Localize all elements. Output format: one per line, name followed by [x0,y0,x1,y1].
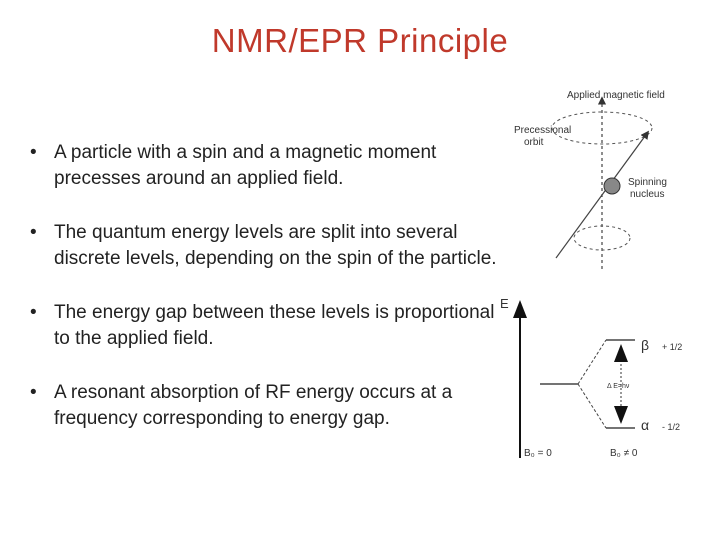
gap-down-arrow-icon [614,406,628,424]
b0-nonzero-label: B₀ ≠ 0 [610,448,638,459]
b0-zero-label: B₀ = 0 [524,448,552,459]
applied-field-label: Applied magnetic field [567,90,665,101]
bullet-item: The energy gap between these levels is p… [30,300,500,352]
beta-label: β [641,337,649,353]
orbit-label-line2: orbit [524,137,544,148]
nucleus-label-line2: nucleus [630,189,664,200]
nucleus-icon [603,177,621,195]
spin-vector [555,130,649,259]
precession-diagram: Applied magnetic field Precessional orbi… [514,90,667,272]
orbit-label-line1: Precessional [514,125,571,136]
alpha-label: α [641,417,649,433]
nucleus-label-line1: Spinning [628,177,667,188]
delta-e-label: Δ E=hν [607,383,630,390]
gap-up-arrow-icon [614,344,628,362]
bullet-list: A particle with a spin and a magnetic mo… [30,140,500,460]
plus-half-label: + 1/2 [662,342,682,352]
bullet-item: A particle with a spin and a magnetic mo… [30,140,500,192]
minus-half-label: - 1/2 [662,422,680,432]
split-line-upper [577,339,607,385]
energy-diagram: E Δ E=hν β + 1/2 α - 1/2 B₀ = 0 B₀ ≠ 0 [500,296,682,459]
energy-axis-arrow-icon [513,300,527,318]
top-orbit [551,111,653,145]
bullet-item: A resonant absorption of RF energy occur… [30,380,500,432]
split-line-lower [577,383,607,429]
slide-title: NMR/EPR Principle [211,22,509,59]
bottom-orbit [573,225,631,251]
bullet-item: The quantum energy levels are split into… [30,220,500,272]
energy-axis-label: E [500,296,509,311]
